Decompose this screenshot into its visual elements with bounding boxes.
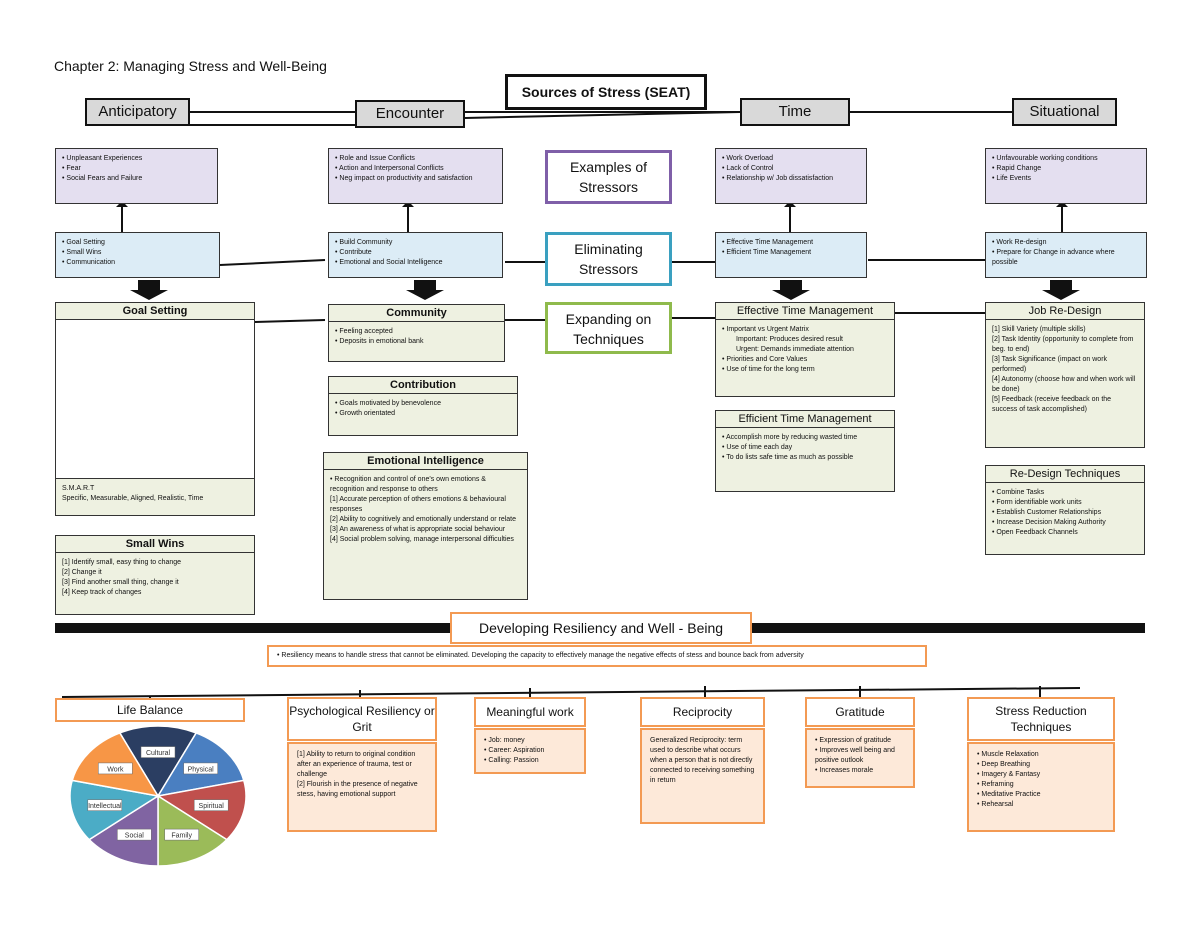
efficient-tm-box: Efficient Time Management Accomplish mor… <box>715 410 895 492</box>
anticipatory-examples: Unpleasant ExperiencesFearSocial Fears a… <box>55 148 218 204</box>
psych-title: Psychological Resiliency or Grit <box>287 697 437 741</box>
examples-of-stressors: Examples of Stressors <box>545 150 672 204</box>
reciprocity-box: Generalized Reciprocity: term used to de… <box>640 728 765 824</box>
small-wins-box: Small Wins [1] Identify small, easy thin… <box>55 535 255 615</box>
reciprocity-title: Reciprocity <box>640 697 765 727</box>
wheel-label-box <box>183 762 218 775</box>
anticipatory-header: Anticipatory <box>85 98 190 126</box>
goal-setting-box: Goal Setting S.M.A.R.T Specific, Measura… <box>55 302 255 516</box>
smart-desc: Specific, Measurable, Aligned, Realistic… <box>62 495 204 502</box>
encounter-eliminating: Build CommunityContributeEmotional and S… <box>328 232 503 278</box>
resiliency-title: Developing Resiliency and Well - Being <box>450 612 752 644</box>
wheel-label-social: Social <box>125 833 145 840</box>
wheel-label-spiritual: Spiritual <box>199 803 225 810</box>
wheel-label-family: Family <box>171 833 192 840</box>
job-redesign-title: Job Re-Design <box>986 303 1144 320</box>
contribution-box: Contribution Goals motivated by benevole… <box>328 376 518 436</box>
situational-header: Situational <box>1012 98 1117 126</box>
goal-setting-title: Goal Setting <box>56 303 254 320</box>
wheel-label-box <box>98 762 133 775</box>
seat-title: Sources of Stress (SEAT) <box>505 74 707 110</box>
wheel-label-intellectual: Intellectual <box>88 803 122 810</box>
time-examples: Work OverloadLack of ControlRelationship… <box>715 148 867 204</box>
redesign-tech-title: Re-Design Techniques <box>986 466 1144 483</box>
efficient-tm-title: Efficient Time Management <box>716 411 894 428</box>
situational-eliminating: Work Re-designPrepare for Change in adva… <box>985 232 1147 278</box>
wheel-label-box <box>193 799 229 811</box>
resiliency-desc: • Resiliency means to handle stress that… <box>267 645 927 667</box>
community-box: Community Feeling acceptedDeposits in em… <box>328 304 505 362</box>
wheel-label-work: Work <box>107 766 124 773</box>
effective-tm-title: Effective Time Management <box>716 303 894 320</box>
gratitude-title: Gratitude <box>805 697 915 727</box>
time-header: Time <box>740 98 850 126</box>
chapter-title: Chapter 2: Managing Stress and Well-Bein… <box>54 58 327 74</box>
gratitude-box: Expression of gratitudeImproves well bei… <box>805 728 915 788</box>
anticipatory-eliminating: Goal SettingSmall WinsCommunication <box>55 232 220 278</box>
eliminating-stressors: Eliminating Stressors <box>545 232 672 286</box>
encounter-header: Encounter <box>355 100 465 128</box>
expanding-on-techniques: Expanding on Techniques <box>545 302 672 354</box>
smart-label: S.M.A.R.T <box>62 485 95 492</box>
wheel-label-physical: Physical <box>188 766 215 773</box>
psych-box: [1] Ability to return to original condit… <box>287 742 437 832</box>
community-title: Community <box>329 305 504 322</box>
meaningful-title: Meaningful work <box>474 697 586 727</box>
wheel-segment-cultural <box>118 725 198 798</box>
wheel-label-box <box>87 799 123 811</box>
small-wins-title: Small Wins <box>56 536 254 553</box>
redesign-techniques-box: Re-Design Techniques Combine TasksForm i… <box>985 465 1145 555</box>
wheel-label-cultural: Cultural <box>146 750 171 757</box>
wheel-label-box <box>164 828 199 841</box>
contribution-title: Contribution <box>329 377 517 394</box>
situational-examples: Unfavourable working conditionsRapid Cha… <box>985 148 1147 204</box>
job-redesign-box: Job Re-Design [1] Skill Variety (multipl… <box>985 302 1145 448</box>
emotional-title: Emotional Intelligence <box>324 453 527 470</box>
wheel-label-box <box>140 746 176 758</box>
emotional-intelligence-box: Emotional Intelligence Recognition and c… <box>323 452 528 600</box>
time-eliminating: Effective Time ManagementEfficient Time … <box>715 232 867 278</box>
meaningful-box: Job: moneyCareer: AspirationCalling: Pas… <box>474 728 586 774</box>
effective-tm-box: Effective Time Management Important vs U… <box>715 302 895 397</box>
life-balance-title: Life Balance <box>55 698 245 722</box>
encounter-examples: Role and Issue ConflictsAction and Inter… <box>328 148 503 204</box>
stress-reduction-box: Muscle RelaxationDeep BreathingImagery &… <box>967 742 1115 832</box>
wheel-label-box <box>117 828 152 841</box>
stress-reduction-title: Stress Reduction Techniques <box>967 697 1115 741</box>
